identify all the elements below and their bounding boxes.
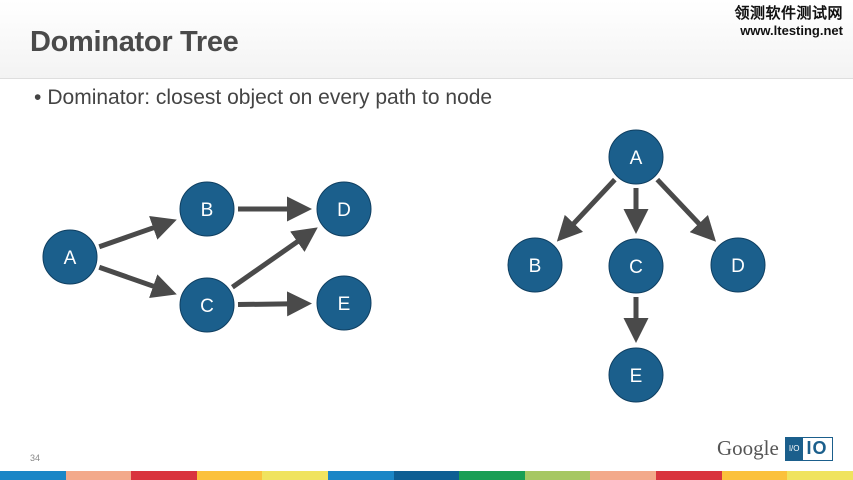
color-bar-segment (721, 471, 788, 480)
left-node-circle-B (179, 181, 235, 237)
bullet-dot: • (34, 86, 42, 109)
logo-io-right: IO (806, 438, 828, 458)
right-edge-A-D (655, 177, 717, 242)
right-node-label-A: A (630, 148, 643, 169)
left-node-A: A (42, 229, 98, 285)
right-node-circle-A (608, 129, 664, 185)
right-node-D: D (710, 237, 766, 293)
right-node-B: B (507, 237, 563, 293)
left-edge-C-E (237, 291, 313, 317)
edges-layer (98, 177, 717, 343)
color-bar-segment (656, 471, 722, 480)
color-bar-segment (393, 471, 460, 480)
left-edge-A-B (98, 216, 177, 250)
color-bar-segment (131, 471, 197, 480)
color-bar-segment (262, 471, 329, 480)
left-node-B: B (179, 181, 235, 237)
left-node-circle-D (316, 181, 372, 237)
footer-color-bar (0, 471, 853, 480)
right-node-C: C (608, 238, 664, 294)
left-node-label-D: D (337, 200, 351, 221)
slide-title: Dominator Tree (30, 26, 239, 58)
right-node-circle-B (507, 237, 563, 293)
left-node-circle-A (42, 229, 98, 285)
color-bar-segment (196, 471, 263, 480)
left-edge-C-D (230, 227, 318, 290)
right-node-circle-D (710, 237, 766, 293)
right-node-label-D: D (731, 256, 745, 277)
left-node-label-A: A (64, 248, 77, 269)
color-bar-segment (524, 471, 591, 480)
bullet-point: •Dominator: closest object on every path… (34, 86, 492, 110)
right-node-label-C: C (629, 257, 643, 278)
slide-header (0, 0, 853, 79)
color-bar-segment (787, 471, 853, 480)
color-bar-segment (328, 471, 394, 480)
left-node-label-C: C (200, 296, 214, 317)
color-bar-segment (459, 471, 525, 480)
color-bar-segment (65, 471, 132, 480)
left-node-circle-C (179, 277, 235, 333)
left-node-D: D (316, 181, 372, 237)
google-io-logo: Google I/O IO (717, 436, 833, 461)
right-node-circle-E (608, 347, 664, 403)
color-bar-segment (590, 471, 657, 480)
page-number: 34 (30, 453, 41, 463)
logo-io-badge: I/O IO (784, 436, 833, 461)
watermark: 领测软件测试网 www.ltesting.net (734, 5, 843, 39)
left-node-E: E (316, 275, 372, 331)
right-edge-A-B (556, 177, 617, 242)
logo-brand: Google (717, 436, 779, 460)
watermark-line1: 领测软件测试网 (734, 5, 843, 22)
color-bar-segment (0, 471, 66, 480)
left-node-circle-E (316, 275, 372, 331)
right-node-label-E: E (630, 366, 643, 387)
right-node-E: E (608, 347, 664, 403)
left-node-label-B: B (201, 200, 214, 221)
left-node-C: C (179, 277, 235, 333)
left-edge-A-C (98, 264, 177, 298)
bullet-text: Dominator: closest object on every path … (47, 86, 493, 109)
right-node-label-B: B (529, 256, 542, 277)
logo-io-left: I/O (785, 437, 803, 460)
nodes-layer: A B C D E A B C D E (42, 129, 766, 403)
right-node-A: A (608, 129, 664, 185)
left-node-label-E: E (338, 294, 351, 315)
watermark-line2: www.ltesting.net (740, 23, 843, 38)
right-node-circle-C (608, 238, 664, 294)
